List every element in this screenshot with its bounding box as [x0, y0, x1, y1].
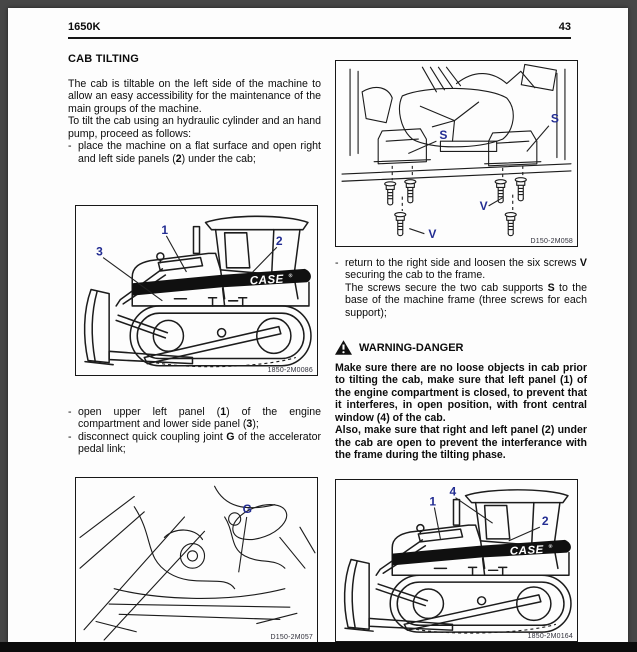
engine-compartment-illustration: G: [79, 485, 316, 641]
warning-triangle-icon: [335, 340, 352, 355]
callout-2: 2: [542, 514, 549, 528]
figure1-callouts: 1 2 3: [96, 223, 283, 302]
figure-caption: 1850-2M0164: [526, 633, 574, 640]
bullet-marker: -: [335, 257, 339, 269]
figure-cab-window-panels: 1 4 2 1850-2M0164: [335, 479, 578, 642]
figure-caption: D150-2M057: [269, 634, 314, 641]
bullet-text: place the machine on a flat surface and …: [78, 140, 321, 165]
bullet-marker: -: [68, 430, 72, 443]
procedure-text-right: - return to the right side and loosen th…: [335, 257, 587, 319]
callout-1: 1: [429, 495, 436, 509]
figure-accelerator-joint: G D150-2M057: [75, 477, 318, 643]
header-page-number: 43: [558, 21, 571, 33]
list-item-open-panels: - open upper left panel (1) of the engin…: [68, 406, 321, 431]
figure-cab-side-panels: CASE ® 1 2 3 1850-2M0086: [75, 205, 318, 376]
bullet-continuation: The screws secure the two cab supports S…: [345, 281, 587, 319]
figure-caption: D150-2M058: [529, 238, 574, 245]
callout-v-right: V: [480, 199, 489, 213]
engine-line-art: [79, 485, 316, 641]
list-item-place-machine: - place the machine on a flat surface an…: [68, 140, 321, 165]
list-item-loosen-screws: - return to the right side and loosen th…: [335, 257, 587, 319]
list-item-disconnect-joint: - disconnect quick coupling joint G of t…: [68, 431, 321, 456]
callout-g: G: [243, 502, 252, 516]
intro-paragraph-2: To tilt the cab using an hydraulic cylin…: [68, 115, 321, 140]
cab-supports-illustration: S S V V: [341, 63, 572, 241]
callout-s-left: S: [439, 128, 447, 142]
supports-line-art: [341, 63, 572, 182]
bullet-text: return to the right side and loosen the …: [345, 257, 587, 282]
warning-header: WARNING-DANGER: [335, 340, 464, 355]
callout-1: 1: [161, 223, 168, 237]
bullet-text: disconnect quick coupling joint G of the…: [78, 430, 322, 456]
figure4-callouts: 1 4 2: [429, 485, 549, 542]
header-rule: [68, 37, 571, 39]
warning-body: Make sure there are no loose objects in …: [335, 362, 587, 462]
procedure-text-left: - open upper left panel (1) of the engin…: [68, 406, 321, 456]
warning-title: WARNING-DANGER: [359, 341, 464, 354]
dozer-line-art: CASE ®: [83, 215, 312, 368]
callout-v-left: V: [428, 227, 437, 241]
manual-page: 1650K 43 CAB TILTING The cab is tiltable…: [8, 8, 628, 644]
callout-4: 4: [449, 485, 456, 499]
figure3-callouts: S S V V: [408, 112, 559, 241]
callout-s-right: S: [551, 112, 559, 126]
svg-text:®: ®: [289, 272, 293, 279]
figure-caption: 1850-2M0086: [266, 367, 314, 374]
bullet-marker: -: [68, 140, 72, 153]
warning-paragraph-1: Make sure there are no loose objects in …: [335, 362, 587, 424]
warning-paragraph-2: Also, make sure that right and left pane…: [335, 424, 587, 462]
section-title: CAB TILTING: [68, 53, 140, 65]
bullet-text: open upper left panel (1) of the engine …: [78, 406, 322, 431]
case-logo: CASE ®: [249, 272, 293, 288]
bulldozer-side-illustration-2: 1 4 2: [343, 485, 572, 634]
callout-2: 2: [276, 234, 283, 248]
bulldozer-side-illustration: CASE ® 1 2 3: [83, 215, 312, 368]
bottom-black-bar: [0, 642, 637, 652]
figure-cab-supports-screws: S S V V D150-2M058: [335, 60, 578, 247]
svg-text:CASE: CASE: [249, 272, 284, 287]
callout-3: 3: [96, 244, 103, 258]
bullet-marker: -: [68, 406, 72, 418]
figure2-callouts: G: [238, 502, 252, 573]
screws-group: [384, 177, 527, 237]
header-model: 1650K: [68, 21, 101, 33]
intro-text: The cab is tiltable on the left side of …: [68, 78, 321, 165]
intro-paragraph-1: The cab is tiltable on the left side of …: [68, 78, 321, 115]
